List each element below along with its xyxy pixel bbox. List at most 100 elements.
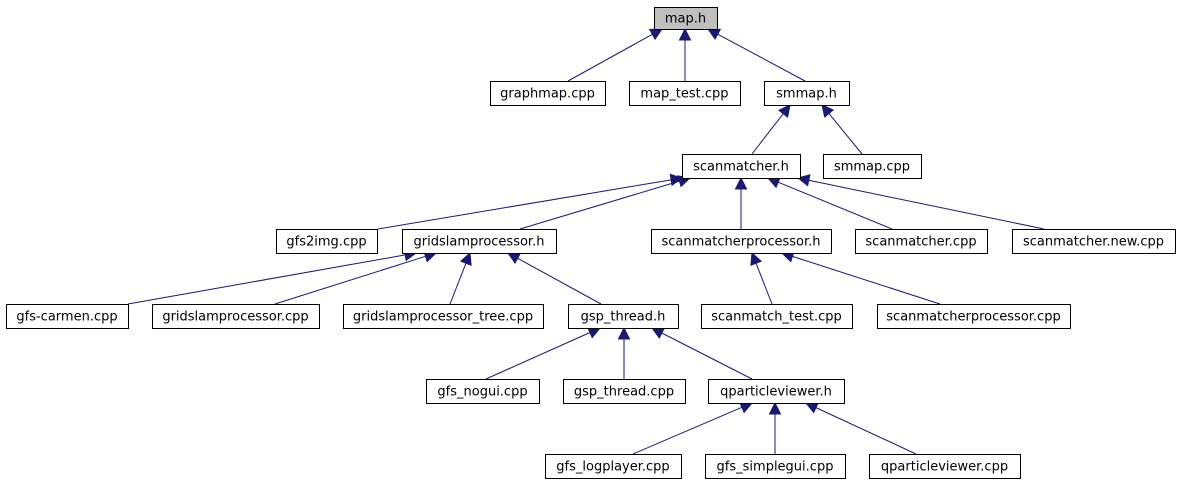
node-box[interactable] (701, 304, 853, 329)
edge-graphmap_cpp-to-map_h (567, 28, 663, 82)
edge-line (751, 113, 784, 155)
edge-line (517, 257, 602, 305)
graph-edges (127, 27, 1045, 455)
node-label: gfs_nogui.cpp (437, 385, 527, 400)
node-box[interactable] (654, 7, 718, 30)
node-label: qparticleviewer.cpp (881, 460, 1008, 475)
node-label: gfs_simplegui.cpp (717, 460, 834, 475)
node-box[interactable] (877, 304, 1071, 329)
edge-scanmatcher_new_cpp-to-scanmatcher_h (796, 174, 1045, 230)
node-label: scanmatch_test.cpp (711, 310, 842, 325)
edge-line (632, 406, 743, 455)
node-label: gfs_logplayer.cpp (556, 460, 669, 475)
node-scanmatcher-cpp[interactable]: scanmatcher.cpp (855, 229, 988, 254)
edge-qparticleviewer_cpp-to-qparticleviewer_h (804, 402, 917, 455)
node-gfs2img-cpp[interactable]: gfs2img.cpp (276, 229, 378, 254)
node-label: scanmatcher.new.cpp (1023, 235, 1164, 250)
node-label: gfs-carmen.cpp (16, 310, 117, 325)
node-box[interactable] (1012, 229, 1176, 254)
edge-line (449, 263, 467, 305)
edge-scanmatcherprocessor_h-to-scanmatcher_h (734, 176, 748, 229)
node-gfs-logplayer-cpp[interactable]: gfs_logplayer.cpp (545, 454, 682, 479)
node-label: gfs2img.cpp (286, 235, 366, 250)
node-gsp-thread-h[interactable]: gsp_thread.h (568, 304, 679, 329)
node-scanmatch-test-cpp[interactable]: scanmatch_test.cpp (701, 304, 853, 329)
edge-arrowhead (707, 28, 722, 40)
node-smmap-cpp[interactable]: smmap.cpp (823, 154, 922, 179)
edge-gfs_simplegui_cpp-to-qparticleviewer_h (768, 401, 782, 454)
node-box[interactable] (402, 229, 557, 254)
edge-map_test_cpp-to-map_h (678, 27, 692, 81)
node-box[interactable] (869, 454, 1021, 479)
node-label: map_test.cpp (640, 87, 728, 102)
edge-arrowhead (617, 326, 631, 340)
edge-line (792, 255, 941, 305)
node-label: map.h (665, 12, 706, 27)
node-graphmap-cpp[interactable]: graphmap.cpp (490, 81, 606, 106)
node-qparticleviewer-h[interactable]: qparticleviewer.h (708, 379, 845, 404)
graph-nodes: map.h graphmap.cpp map_test.cpp smmap.h scan… (6, 7, 1176, 479)
node-scanmatcher-new-cpp[interactable]: scanmatcher.new.cpp (1012, 229, 1176, 254)
node-box[interactable] (6, 304, 129, 329)
node-gridslamprocessor-tree-cpp[interactable]: gridslamprocessor_tree.cpp (343, 304, 544, 329)
node-gridslamprocessor-cpp[interactable]: gridslamprocessor.cpp (152, 304, 320, 329)
node-scanmatcherprocessor-cpp[interactable]: scanmatcherprocessor.cpp (877, 304, 1071, 329)
edge-arrowhead (507, 252, 522, 265)
node-box[interactable] (490, 81, 606, 106)
edge-line (717, 33, 806, 82)
node-smmap-h[interactable]: smmap.h (764, 81, 850, 106)
edge-line (815, 407, 917, 455)
edge-gridslamprocessor_h-to-scanmatcher_h (519, 175, 692, 230)
node-label: smmap.h (776, 87, 837, 102)
edge-scanmatcher_h-to-smmap_h (751, 104, 791, 155)
node-gfs-carmen-cpp[interactable]: gfs-carmen.cpp (6, 304, 129, 329)
node-gridslamprocessor-h[interactable]: gridslamprocessor.h (402, 229, 557, 254)
node-box[interactable] (708, 379, 845, 404)
node-box[interactable] (651, 229, 832, 254)
node-box[interactable] (276, 229, 378, 254)
node-label: gsp_thread.h (581, 310, 666, 325)
node-qparticleviewer-cpp[interactable]: qparticleviewer.cpp (869, 454, 1021, 479)
edge-line (755, 263, 773, 305)
node-box[interactable] (563, 379, 686, 404)
edge-line (377, 179, 672, 230)
edge-scanmatch_test_cpp-to-scanmatcherprocessor_h (750, 251, 773, 305)
node-label: scanmatcher.h (693, 160, 789, 175)
node-gfs-nogui-cpp[interactable]: gfs_nogui.cpp (426, 379, 540, 404)
edge-line (127, 254, 406, 305)
node-box[interactable] (855, 229, 988, 254)
node-box[interactable] (426, 379, 540, 404)
node-box[interactable] (629, 81, 741, 106)
node-scanmatcherprocessor-h[interactable]: scanmatcherprocessor.h (651, 229, 832, 254)
node-box[interactable] (152, 304, 320, 329)
edge-arrowhead (804, 402, 820, 414)
edge-arrowhead (648, 28, 663, 41)
node-box[interactable] (568, 304, 679, 329)
node-label: scanmatcher.cpp (865, 235, 976, 250)
node-label: graphmap.cpp (500, 87, 595, 102)
edge-gridslamprocessor_cpp-to-gridslamprocessor_h (274, 250, 438, 305)
edge-gsp_thread_cpp-to-gsp_thread_h (617, 326, 631, 379)
node-gsp-thread-cpp[interactable]: gsp_thread.cpp (563, 379, 686, 404)
node-scanmatcher-h[interactable]: scanmatcher.h (682, 154, 801, 179)
node-map-test-cpp[interactable]: map_test.cpp (629, 81, 741, 106)
edge-line (808, 179, 1045, 230)
edge-arrowhead (768, 401, 782, 415)
node-box[interactable] (705, 454, 846, 479)
node-map-h[interactable]: map.h (654, 7, 718, 30)
edge-scanmatcherprocessor_cpp-to-scanmatcherprocessor_h (780, 250, 941, 305)
edge-arrowhead (459, 251, 472, 267)
node-box[interactable] (764, 81, 850, 106)
node-box[interactable] (343, 304, 544, 329)
node-label: gridslamprocessor.cpp (162, 310, 308, 325)
edge-line (777, 181, 893, 230)
node-box[interactable] (823, 154, 922, 179)
edge-line (519, 180, 680, 230)
node-label: gridslamprocessor.h (414, 235, 545, 250)
edge-line (661, 332, 753, 380)
node-box[interactable] (682, 154, 801, 179)
node-gfs-simplegui-cpp[interactable]: gfs_simplegui.cpp (705, 454, 846, 479)
node-box[interactable] (545, 454, 682, 479)
edge-line (274, 255, 426, 305)
edge-arrowhead (821, 104, 835, 118)
